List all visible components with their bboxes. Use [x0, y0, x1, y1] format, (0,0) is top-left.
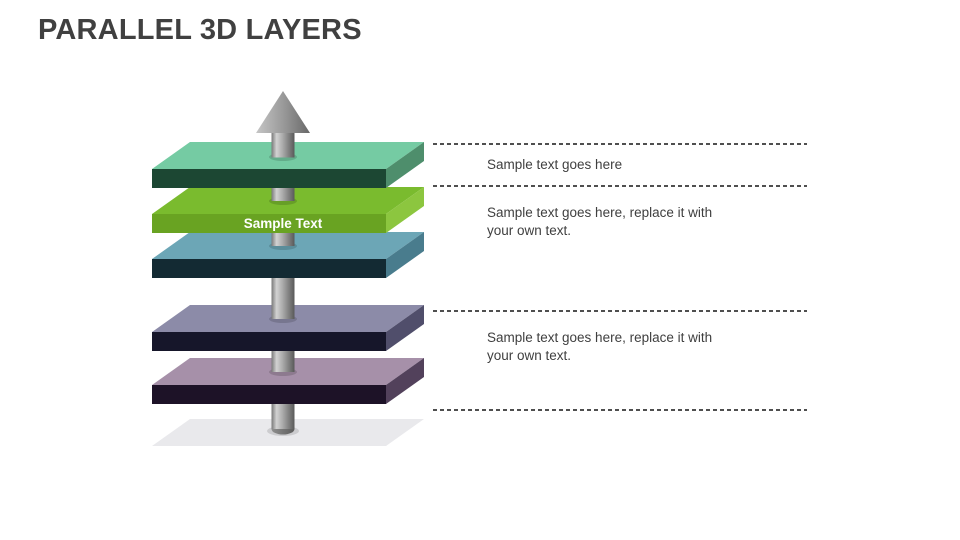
layer-3-side-face [386, 232, 424, 278]
annotation-2-line-2: your own text. [487, 223, 572, 238]
arrow-shaft-segment [271, 132, 295, 158]
arrow-shaft-segment [271, 278, 295, 319]
slide-title: PARALLEL 3D LAYERS [38, 14, 362, 46]
annotation-3: Sample text goes here, replace it with y… [487, 329, 817, 365]
layer-1-front-face [152, 169, 386, 188]
arrow-shaft-segment [271, 188, 295, 201]
annotation-1-line-1: Sample text goes here [487, 157, 623, 172]
arrow-shaft-segment [271, 351, 295, 372]
layer-4-front-face [152, 332, 386, 351]
annotation-3-line-2: your own text. [487, 348, 572, 363]
layer-2-label: Sample Text [244, 216, 323, 231]
divider-line-4 [433, 409, 807, 411]
annotation-3-line-1: Sample text goes here, replace it with [487, 330, 713, 345]
arrow-shaft-segment [271, 404, 295, 429]
layer-4-side-face [386, 305, 424, 351]
divider-line-2 [433, 185, 807, 187]
layer-5-front-face [152, 385, 386, 404]
up-arrow-head-icon [256, 91, 310, 133]
layer-2-front-face [152, 214, 386, 233]
layer-3-front-face [152, 259, 386, 278]
layer-1-side-face [386, 142, 424, 188]
divider-line-3 [433, 310, 807, 312]
up-arrow [256, 91, 310, 436]
annotation-2-line-1: Sample text goes here, replace it with [487, 205, 713, 220]
annotation-1: Sample text goes here [487, 156, 817, 174]
arrow-shaft-segment [271, 233, 295, 246]
layer-2-side-face [386, 187, 424, 233]
divider-line-1 [433, 143, 807, 145]
annotation-2: Sample text goes here, replace it with y… [487, 204, 817, 240]
layer-5-side-face [386, 358, 424, 404]
